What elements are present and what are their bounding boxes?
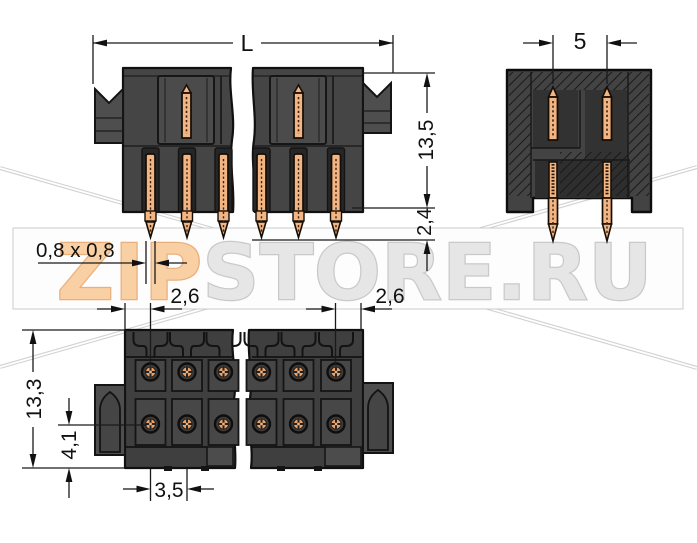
dim-pin-tail-label: 2,4: [414, 208, 436, 236]
dim-total-depth-label: 13,3: [23, 379, 46, 420]
watermark-store: STORE.RU: [203, 229, 653, 318]
dim-pin-square-label: 0,8 x 0,8: [36, 239, 115, 262]
section-pin: [601, 85, 613, 245]
dim-right-edge-pitch-label: 2,6: [375, 285, 404, 308]
top-view-connector: [94, 328, 394, 471]
solder-pin: [217, 153, 230, 241]
side-view-connector: [94, 66, 392, 241]
solder-pin: [292, 153, 305, 241]
dimension-arrowheads: [29, 39, 621, 493]
solder-pin: [329, 153, 343, 241]
side-view-right-latch: [362, 80, 392, 134]
dim-left-edge-pitch-label: 2,6: [170, 285, 199, 308]
watermark-text: ZIPSTORE.RU: [57, 229, 653, 318]
dimension-labels: L 13,5 2,4 0,8 x 0,8 2,6 2,6 13,3 4,1 3,…: [23, 28, 586, 502]
dim-length-label: L: [241, 30, 254, 56]
upper-pin: [180, 83, 193, 139]
solder-pin: [144, 153, 157, 241]
solder-pin: [180, 153, 194, 241]
dim-pin-pitch-label: 3,5: [154, 479, 183, 502]
top-view-right-latch: [362, 382, 394, 454]
mounting-band: [132, 332, 354, 357]
dim-side-height-label: 13,5: [415, 120, 438, 161]
side-view-left-latch: [94, 86, 124, 144]
watermark-zip: ZIP: [57, 229, 203, 318]
section-pin: [547, 85, 559, 245]
section-view-connector: [505, 68, 653, 245]
dim-row-spacing-label: 5: [574, 28, 587, 54]
dim-row-offset-label: 4,1: [58, 430, 81, 459]
dimension-annotations: [22, 35, 637, 501]
solder-pin: [255, 153, 268, 241]
pin-holes-row2: [140, 414, 346, 434]
upper-pin: [292, 83, 305, 139]
top-view-left-latch: [94, 384, 126, 456]
watermark-band: ZIPSTORE.RU: [12, 227, 684, 319]
